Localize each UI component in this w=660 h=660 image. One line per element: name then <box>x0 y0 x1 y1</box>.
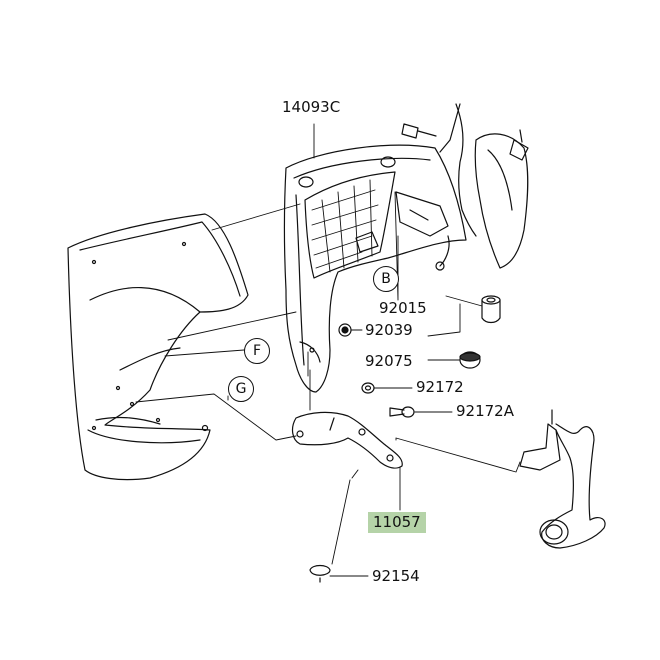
part-label-11057[interactable]: 11057 <box>368 512 426 533</box>
mounting-bracket-11057 <box>291 411 403 469</box>
inner-cover-14093c <box>283 144 467 393</box>
nut-92039 <box>338 323 352 337</box>
callout-f[interactable]: F <box>244 338 270 364</box>
part-label-92154[interactable]: 92154 <box>372 567 420 585</box>
right-side-bracket <box>435 103 529 271</box>
top-bolt <box>401 123 437 139</box>
part-label-92172[interactable]: 92172 <box>416 378 464 396</box>
part-label-14093c[interactable]: 14093C <box>282 98 341 116</box>
callout-b[interactable]: B <box>373 266 399 292</box>
screw-92154 <box>309 564 331 583</box>
bolt-92172a <box>389 406 415 418</box>
callout-g[interactable]: G <box>228 376 254 402</box>
leader-lines <box>135 123 521 577</box>
grommet-92015 <box>481 295 501 324</box>
screw-92172 <box>361 382 375 394</box>
left-fairing-panel <box>67 213 249 481</box>
part-label-92039[interactable]: 92039 <box>365 321 413 339</box>
part-label-92172a[interactable]: 92172A <box>456 402 514 420</box>
part-label-92015[interactable]: 92015 <box>379 299 427 317</box>
part-label-92075[interactable]: 92075 <box>365 352 413 370</box>
frame-stay <box>519 409 606 549</box>
collar-92075 <box>459 351 481 369</box>
